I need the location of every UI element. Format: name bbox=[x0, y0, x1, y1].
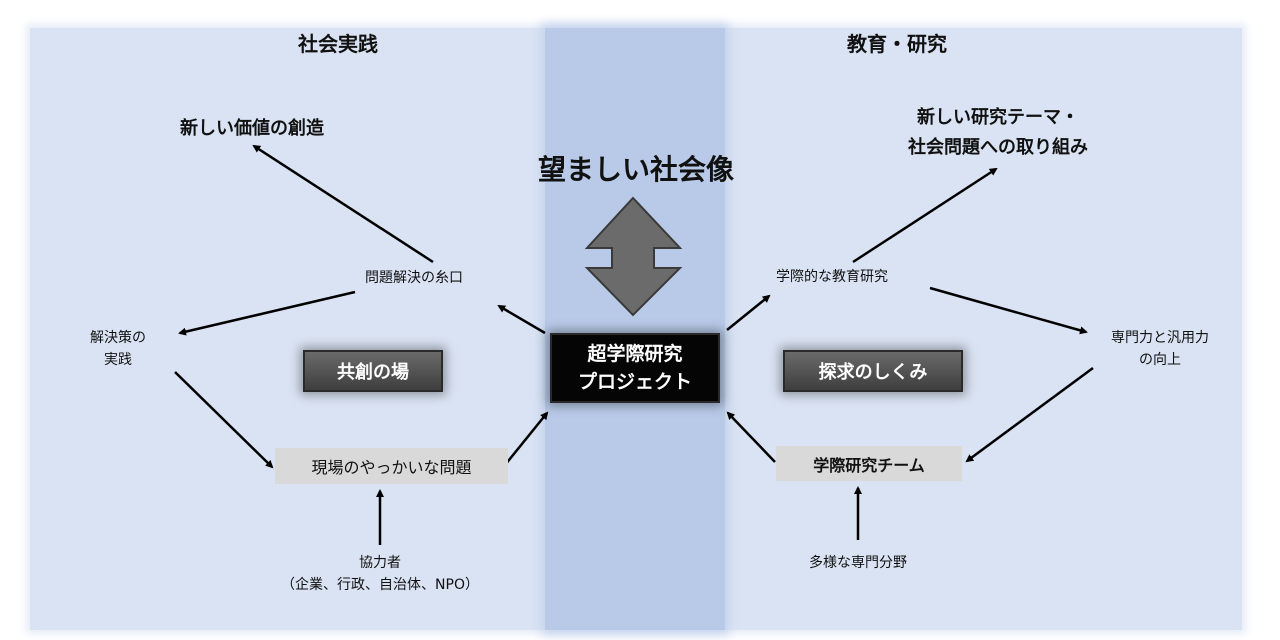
arrow-clue-to-value bbox=[252, 144, 434, 264]
arrow-edu-to-theme bbox=[852, 167, 998, 264]
arrow-problem-to-core bbox=[504, 411, 549, 466]
new-research-theme: 新しい研究テーマ・社会問題への取り組み bbox=[908, 107, 1088, 158]
skills-improvement: 専門力と汎用力の向上 bbox=[1111, 330, 1209, 368]
field-problem: 現場のやっかいな問題 bbox=[275, 448, 508, 484]
arrow-edu-to-skills bbox=[929, 286, 1088, 335]
arrow-team-to-core bbox=[726, 411, 776, 463]
arrow-skills-to-team bbox=[965, 366, 1094, 463]
arrow-clue-to-practice bbox=[178, 290, 356, 336]
problem-clue: 問題解決の糸口 bbox=[365, 270, 463, 286]
arrow-practice-to-problem bbox=[174, 371, 274, 469]
research-team: 学際研究チーム bbox=[776, 446, 962, 481]
inquiry-mechanism: 探求のしくみ bbox=[783, 350, 963, 392]
co-creation-field: 共創の場 bbox=[303, 350, 443, 392]
section-title-education: 教育・研究 bbox=[847, 32, 947, 56]
double-arrow-icon bbox=[584, 196, 683, 317]
center-band bbox=[545, 28, 725, 630]
desired-society: 望ましい社会像 bbox=[537, 153, 735, 186]
interdisciplinary-education: 学際的な教育研究 bbox=[776, 269, 888, 285]
solution-practice: 解決策の実践 bbox=[90, 330, 146, 368]
arrow-core-to-edu bbox=[726, 294, 771, 331]
arrow-core-to-clue bbox=[497, 304, 546, 335]
partners: 協力者（企業、行政、自治体、NPO） bbox=[281, 555, 479, 593]
new-value-creation: 新しい価値の創造 bbox=[180, 118, 324, 139]
diverse-fields: 多様な専門分野 bbox=[809, 555, 907, 571]
section-title-social: 社会実践 bbox=[298, 32, 378, 56]
transdisciplinary-project: 超学際研究プロジェクト bbox=[550, 333, 720, 403]
